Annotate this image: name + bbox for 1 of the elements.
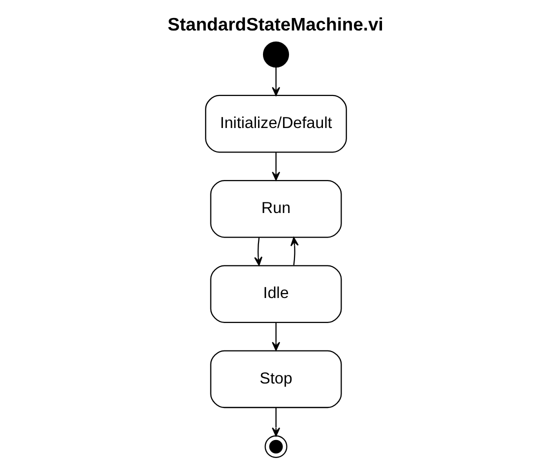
- diagram-title: StandardStateMachine.vi: [167, 14, 383, 34]
